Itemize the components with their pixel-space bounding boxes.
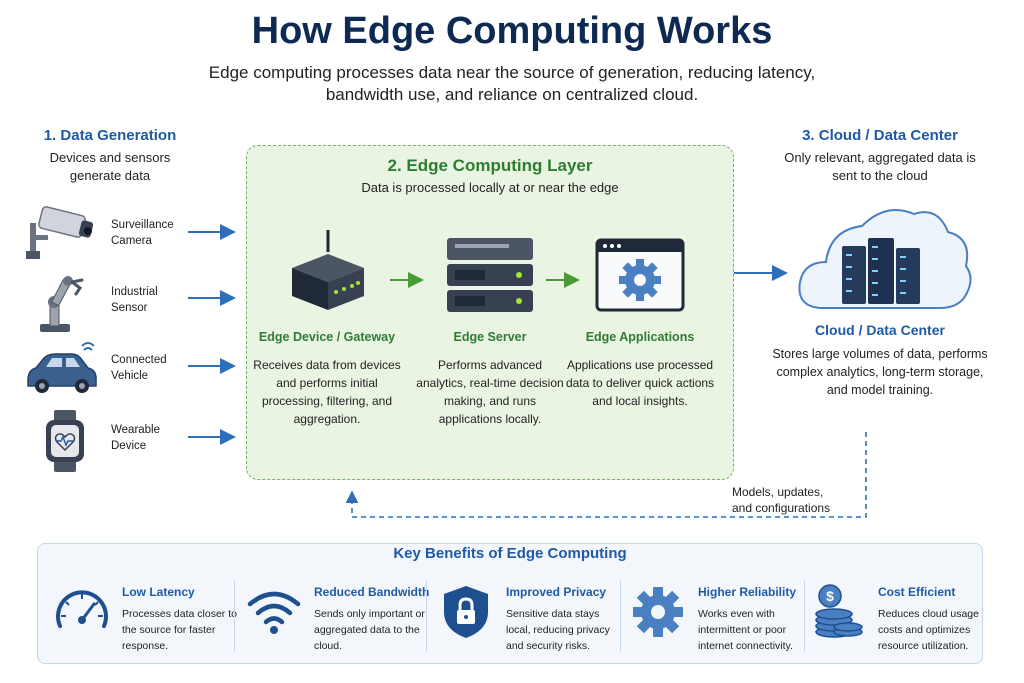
cloud-heading: 3. Cloud / Data Center bbox=[802, 127, 958, 144]
component-name: Edge Server bbox=[453, 330, 527, 344]
component-description: Receives data from devices and performs … bbox=[253, 358, 401, 426]
component-description: Performs advanced analytics, real-time d… bbox=[416, 358, 564, 426]
gear-icon bbox=[633, 587, 683, 637]
server-rack-icon bbox=[447, 238, 533, 312]
device-surveillance-camera: Surveillance Camera bbox=[22, 205, 222, 267]
cloud-name: Cloud / Data Center bbox=[815, 322, 945, 338]
edge-component-server: Edge Server Performs advanced analytics,… bbox=[415, 228, 565, 428]
generation-heading: 1. Data Generation bbox=[43, 127, 177, 144]
component-name: Edge Applications bbox=[585, 330, 695, 344]
benefit-description: Reduces cloud usage costs and optimizes … bbox=[878, 608, 979, 652]
generation-description: Devices and sensors generate data bbox=[49, 150, 171, 183]
benefits-heading: Key Benefits of Edge Computing bbox=[393, 545, 627, 562]
benefit-name: Cost Efficient bbox=[878, 585, 956, 599]
wifi-icon bbox=[247, 591, 301, 634]
benefit-divider bbox=[804, 580, 805, 652]
cloud-description: Only relevant, aggregated data is sent t… bbox=[784, 150, 976, 183]
benefit-reduced-bandwidth: Reduced Bandwidth Sends only important o… bbox=[236, 578, 429, 660]
svg-text:$: $ bbox=[826, 588, 834, 604]
page-title: How Edge Computing Works bbox=[251, 10, 773, 52]
benefit-higher-reliability: Higher Reliability Works even with inter… bbox=[620, 578, 806, 660]
benefit-name: Reduced Bandwidth bbox=[314, 585, 430, 599]
benefit-description: Processes data closer to the source for … bbox=[122, 608, 237, 652]
benefit-divider bbox=[426, 580, 427, 652]
benefit-divider bbox=[620, 580, 621, 652]
feedback-label: Models, updates, and configurations bbox=[732, 485, 831, 515]
benefit-name: Improved Privacy bbox=[506, 585, 607, 599]
car-icon bbox=[27, 342, 97, 393]
device-connected-vehicle: Connected Vehicle bbox=[22, 340, 222, 402]
cloud-details: Stores large volumes of data, performs c… bbox=[772, 347, 988, 397]
benefit-description: Sensitive data stays local, reducing pri… bbox=[506, 608, 610, 652]
component-description: Applications use processed data to deliv… bbox=[565, 358, 715, 408]
device-label: Surveillance Camera bbox=[111, 219, 174, 247]
speedometer-icon bbox=[56, 590, 108, 628]
device-label: Wearable Device bbox=[111, 424, 161, 452]
component-name: Edge Device / Gateway bbox=[258, 330, 396, 344]
edge-component-applications: Edge Applications Applications use proce… bbox=[565, 228, 715, 410]
benefit-cost-efficient: $ Cost Efficient Reduces cloud usage cos… bbox=[800, 578, 986, 660]
coins-dollar-icon: $ bbox=[815, 584, 863, 638]
shield-lock-icon bbox=[444, 586, 488, 638]
edge-heading: 2. Edge Computing Layer bbox=[387, 156, 593, 175]
edge-description: Data is processed locally at or near the… bbox=[361, 180, 619, 195]
device-wearable: Wearable Device bbox=[22, 410, 222, 472]
benefit-description: Sends only important or aggregated data … bbox=[314, 608, 425, 652]
benefit-description: Works even with intermittent or poor int… bbox=[698, 608, 793, 652]
edge-layer-panel bbox=[246, 145, 734, 480]
benefit-name: Higher Reliability bbox=[698, 585, 797, 599]
surveillance-camera-icon bbox=[26, 206, 94, 259]
app-window-gear-icon bbox=[595, 238, 685, 312]
page-subtitle: Edge computing processes data near the s… bbox=[208, 63, 816, 104]
edge-component-gateway: Edge Device / Gateway Receives data from… bbox=[252, 228, 402, 428]
benefit-low-latency: Low Latency Processes data closer to the… bbox=[44, 578, 237, 660]
benefit-improved-privacy: Improved Privacy Sensitive data stays lo… bbox=[428, 578, 614, 660]
smartwatch-icon bbox=[46, 410, 84, 472]
device-label: Industrial Sensor bbox=[111, 286, 158, 314]
benefit-divider bbox=[234, 580, 235, 652]
gateway-router-icon bbox=[292, 230, 364, 310]
device-industrial-sensor: Industrial Sensor bbox=[22, 272, 222, 334]
device-label: Connected Vehicle bbox=[111, 354, 167, 382]
robotic-arm-icon bbox=[40, 276, 84, 332]
benefit-name: Low Latency bbox=[122, 585, 195, 599]
